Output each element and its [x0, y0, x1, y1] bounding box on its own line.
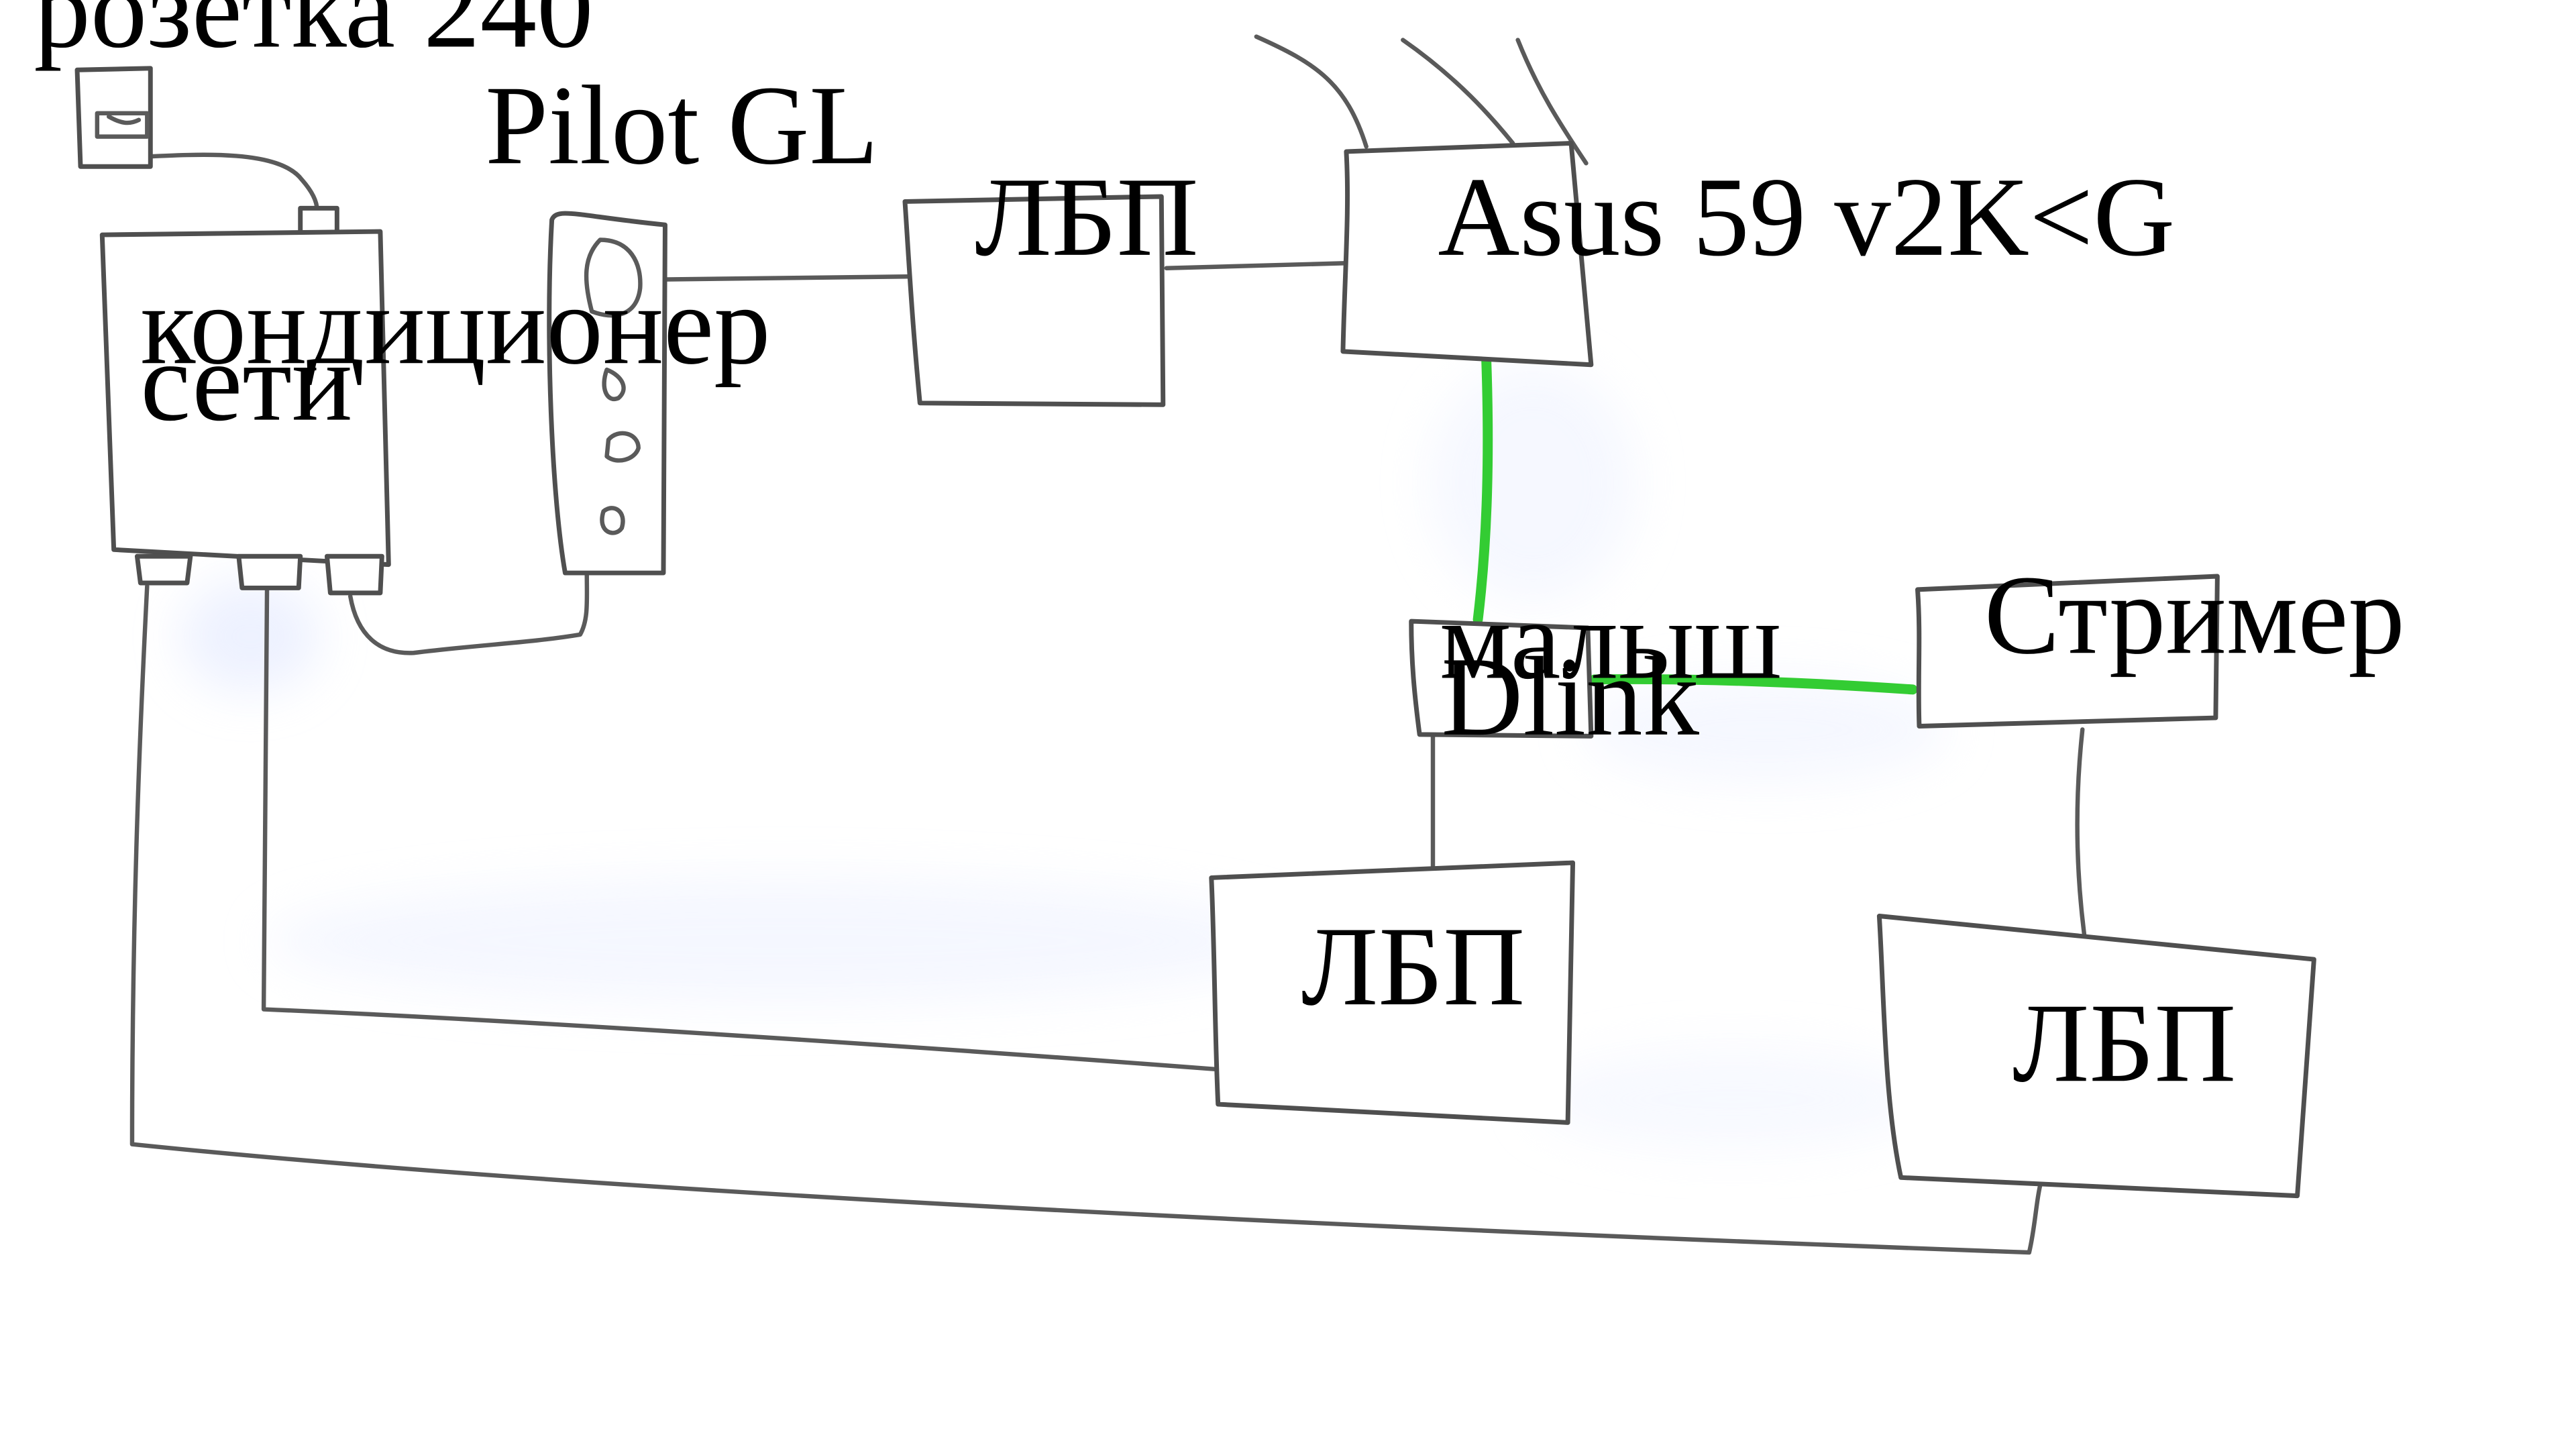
lbp-top-label: ЛБП	[975, 154, 1198, 280]
outlet-label: розетка 240	[34, 0, 593, 72]
smudge-lower-right	[1532, 1049, 1933, 1150]
outlet-socket	[95, 111, 150, 139]
smudge-router	[1430, 363, 1636, 603]
cable-conditioner-to-pilot	[347, 570, 590, 655]
antenna-middle	[1401, 38, 1515, 146]
cable-outlet-to-conditioner	[111, 152, 319, 213]
lbp-top-box	[902, 194, 1166, 407]
pilot-socket-3	[604, 431, 641, 463]
switch-label-line1: малыш	[1440, 577, 1782, 702]
cable-lbp-top-to-router	[1164, 261, 1349, 270]
network-conditioner-device	[99, 205, 391, 596]
conditioner-port-left	[134, 553, 193, 586]
pilot-gl-device	[547, 211, 667, 576]
router-label: Asus 59 v2K<G	[1438, 154, 2175, 280]
lbp-right-label: ЛБП	[2012, 980, 2236, 1106]
pilot-label: Pilot GL	[485, 62, 878, 188]
switch-label-line2: Dlink	[1441, 634, 1699, 759]
conditioner-label-line2: сети	[140, 319, 352, 445]
conditioner-top-plug	[298, 205, 339, 236]
cable-streamer-to-lbp-right	[2075, 727, 2088, 949]
outlet-device	[74, 66, 153, 169]
streamer-box	[1915, 574, 2220, 729]
smudge-left	[180, 580, 321, 693]
cable-conditioner-to-lbp-right	[129, 584, 2045, 1255]
antenna-right	[1515, 38, 1589, 166]
green-link-router-to-switch	[1472, 351, 1493, 625]
cable-conditioner-to-lbp-middle	[261, 584, 1219, 1072]
conditioner-box	[99, 229, 391, 568]
smudge-switch-link	[1582, 676, 1949, 783]
conditioner-port-right	[324, 553, 384, 596]
lbp-right-box	[1876, 914, 2316, 1199]
smudge-middle	[267, 877, 1300, 1005]
conditioner-label-line1: кондиционер	[140, 262, 770, 388]
pilot-socket-4	[600, 506, 625, 535]
router-box	[1340, 141, 1594, 368]
pilot-main-socket	[584, 237, 643, 318]
switch-box	[1409, 619, 1594, 739]
green-link-switch-to-streamer	[1589, 674, 1918, 695]
pilot-socket-2	[602, 367, 626, 401]
streamer-label: Стример	[1984, 552, 2405, 678]
lbp-middle-label: ЛБП	[1301, 904, 1525, 1029]
antenna-left	[1254, 34, 1368, 149]
lbp-middle-box	[1209, 860, 1576, 1125]
cable-pilot-to-lbp-top	[631, 274, 916, 282]
conditioner-port-middle	[236, 553, 303, 590]
